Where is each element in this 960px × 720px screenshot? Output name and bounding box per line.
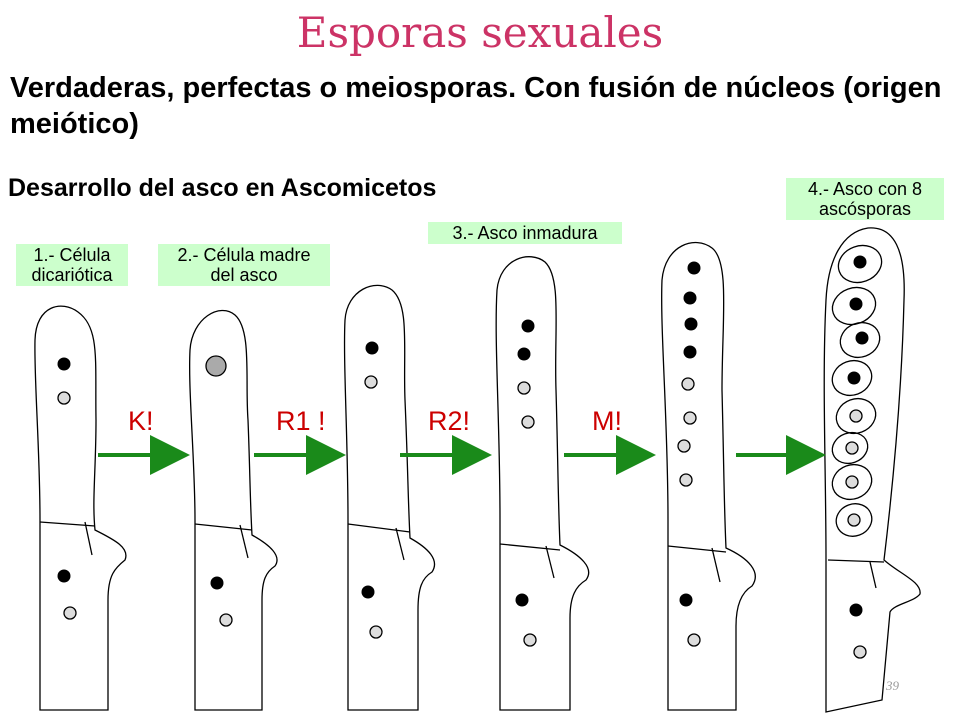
cell-4 (495, 256, 590, 711)
nucleus-black (57, 357, 71, 371)
ascospore (837, 244, 883, 284)
nucleus-grey (219, 613, 233, 627)
cell-5 (661, 241, 756, 711)
nucleus-black (210, 576, 224, 590)
ascospore (835, 503, 873, 537)
nucleus-black (515, 593, 529, 607)
nucleus-black (57, 569, 71, 583)
nucleus-grey (681, 377, 695, 391)
nucleus-grey (369, 625, 383, 639)
cell-3 (343, 284, 436, 711)
nucleus-grey (683, 411, 697, 425)
nucleus-grey (679, 473, 693, 487)
nucleus-black (684, 317, 698, 331)
step-label-k: K! (128, 406, 154, 436)
nucleus-black (849, 603, 863, 617)
nucleus-grey (63, 606, 77, 620)
nucleus-grey (57, 391, 71, 405)
ascospore (831, 463, 873, 501)
ascospore (831, 359, 873, 397)
nucleus-black (365, 341, 379, 355)
nucleus-black (679, 593, 693, 607)
slide-title: Esporas sexuales (296, 8, 664, 57)
cell-2 (188, 309, 278, 711)
nucleus-grey (523, 633, 537, 647)
nucleus-black (517, 347, 531, 361)
cell-6 (823, 227, 921, 713)
stage-label-4: 4.- Asco con 8 ascósporas (786, 178, 944, 220)
nucleus-grey (517, 381, 531, 395)
slide-subtitle: Verdaderas, perfectas o meiosporas. Con … (10, 72, 942, 140)
step-label-r1: R1 ! (276, 406, 326, 436)
nucleus-grey (364, 375, 378, 389)
ascospore (831, 286, 877, 326)
diagram-title: Desarrollo del asco en Ascomicetos (8, 174, 437, 202)
nucleus-black (361, 585, 375, 599)
nucleus-grey (677, 439, 691, 453)
stage-label-2: 2.- Célula madre del asco (158, 244, 330, 286)
stage-label-1: 1.- Célula dicariótica (16, 244, 128, 286)
step-label-r2: R2! (428, 406, 471, 436)
ascospore (835, 397, 877, 435)
nucleus-black (683, 291, 697, 305)
ascospore (831, 431, 869, 465)
cell-1 (34, 305, 127, 711)
nucleus-black (687, 261, 701, 275)
ascospore (839, 321, 881, 359)
fused-nucleus (205, 355, 227, 377)
nucleus-grey (853, 645, 867, 659)
nucleus-grey (687, 633, 701, 647)
slide-number: 39 (886, 678, 899, 693)
nucleus-black (521, 319, 535, 333)
nucleus-grey (521, 415, 535, 429)
stage-label-3: 3.- Asco inmadura (428, 222, 622, 244)
step-label-m: M! (592, 406, 622, 436)
nucleus-black (683, 345, 697, 359)
